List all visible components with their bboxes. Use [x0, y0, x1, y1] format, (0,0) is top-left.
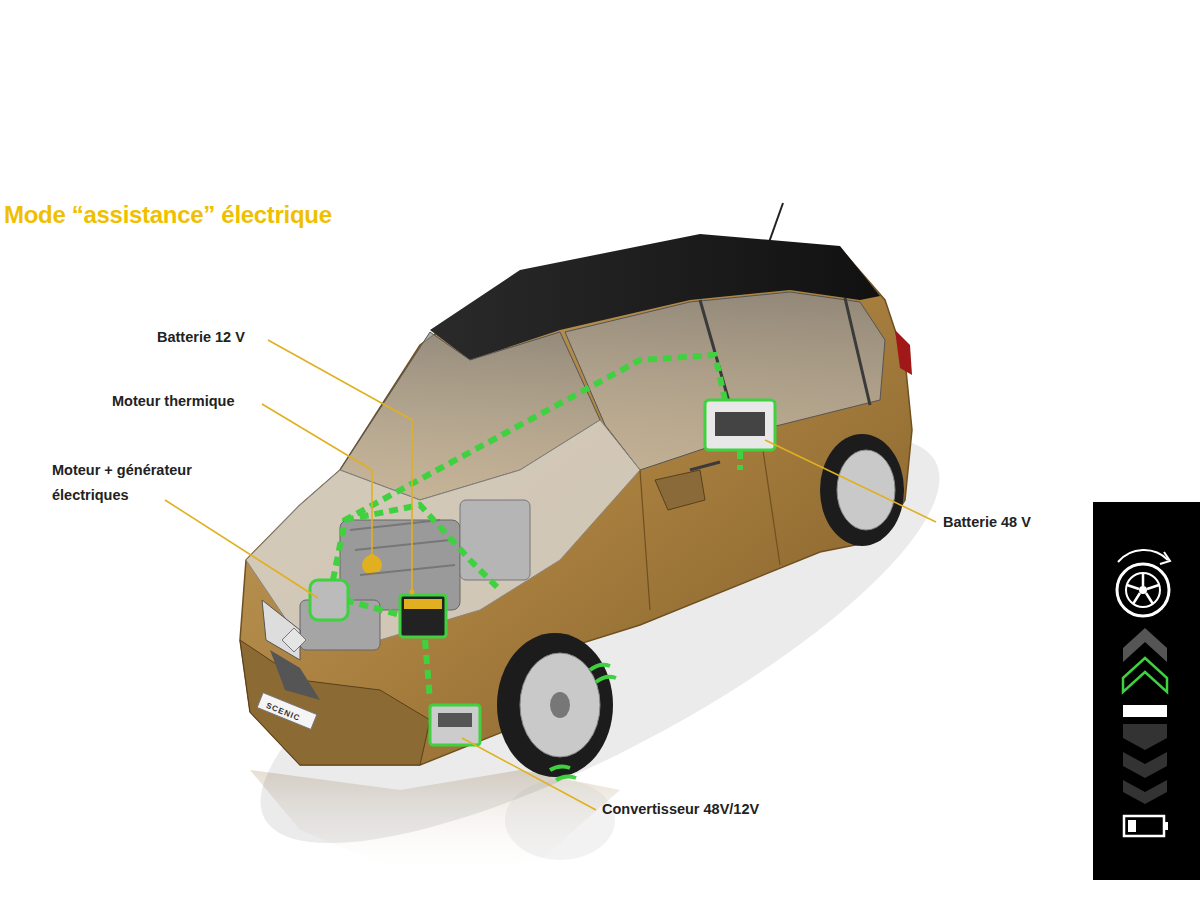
wheel [820, 434, 904, 546]
callout-label: Moteur + générateur électriques [52, 458, 227, 508]
motor-generator [310, 580, 348, 620]
converter [430, 705, 480, 745]
taillight [895, 330, 912, 375]
battery-48v [705, 400, 775, 450]
wheel [497, 633, 613, 777]
converter-detail [438, 713, 472, 727]
wheel-rim [520, 653, 600, 757]
leader-dot [370, 554, 375, 559]
battery-icon [1124, 816, 1168, 836]
battery-cells [715, 412, 765, 436]
status-panel [1093, 502, 1200, 880]
grille [270, 650, 320, 700]
door-handle [690, 462, 720, 470]
wheel-hub [550, 692, 570, 718]
door-line [640, 470, 650, 610]
pillar [845, 298, 870, 405]
callout-label: Moteur thermique [112, 389, 234, 414]
diagram-title: Mode “assistance” électrique [4, 201, 332, 229]
license-plate [257, 693, 317, 730]
battery-12v [400, 595, 446, 637]
battery-top [404, 599, 442, 609]
callout-label: Batterie 48 V [943, 510, 1031, 535]
leader-line [165, 340, 936, 810]
energy-flow [330, 355, 740, 700]
power-chevrons [1123, 628, 1167, 804]
wheel-rim [837, 450, 895, 530]
logo [282, 628, 306, 652]
wheel-torque-arcs [550, 665, 616, 780]
callout-label: Convertisseur 48V/12V [602, 797, 759, 822]
engine-part [460, 500, 530, 580]
leader-dot [410, 590, 415, 595]
mirror [655, 470, 705, 510]
callout-label: Batterie 12 V [157, 325, 245, 350]
wheel-icon [1117, 550, 1170, 616]
front-bumper [240, 640, 430, 765]
